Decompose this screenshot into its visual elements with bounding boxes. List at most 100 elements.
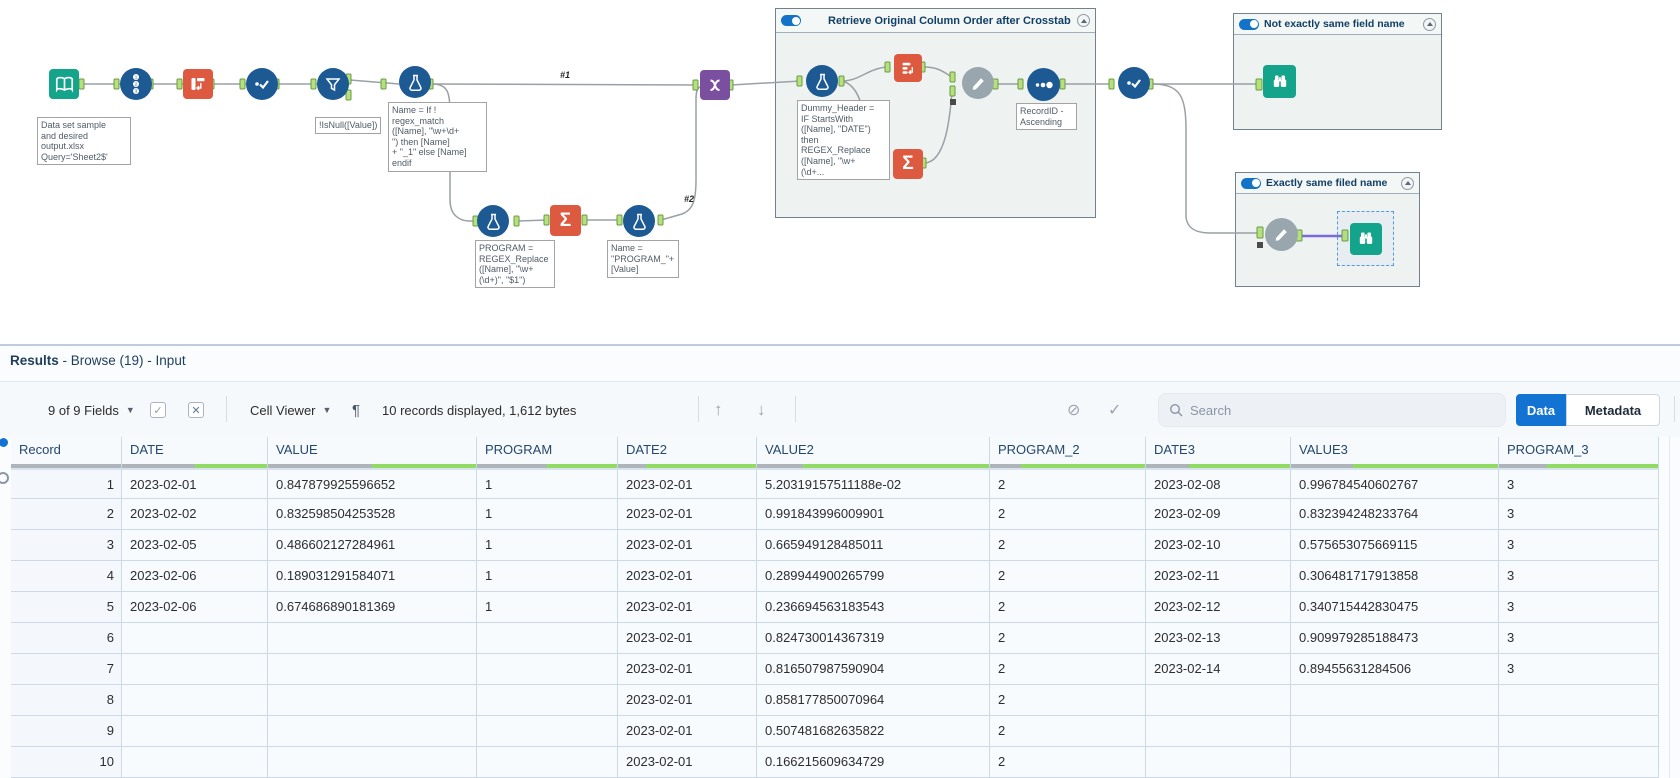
data-cell[interactable]: 2023-02-01 — [618, 468, 757, 499]
data-cell[interactable] — [1146, 685, 1291, 716]
data-cell[interactable] — [268, 716, 477, 747]
data-cell[interactable]: 1 — [477, 561, 618, 592]
data-cell[interactable]: 0.340715442830475 — [1291, 592, 1499, 623]
data-cell[interactable]: 0.832598504253528 — [268, 499, 477, 530]
formula-tool-1[interactable] — [399, 66, 431, 98]
data-cell[interactable]: 2023-02-01 — [618, 654, 757, 685]
data-cell[interactable]: 2023-02-06 — [122, 592, 268, 623]
collapse-icon[interactable] — [1077, 14, 1090, 27]
row-number-cell[interactable]: 9 — [11, 716, 122, 747]
data-cell[interactable]: 2023-02-11 — [1146, 561, 1291, 592]
data-cell[interactable]: 1 — [477, 530, 618, 561]
data-cell[interactable]: 0.674686890181369 — [268, 592, 477, 623]
column-header-program_2[interactable]: PROGRAM_2 — [990, 437, 1146, 468]
column-header-date3[interactable]: DATE3 — [1146, 437, 1291, 468]
data-cell[interactable] — [1146, 716, 1291, 747]
data-cell[interactable]: 2 — [990, 499, 1146, 530]
data-cell[interactable]: 2023-02-01 — [618, 592, 757, 623]
data-cell[interactable] — [477, 747, 618, 778]
data-cell[interactable]: 2 — [990, 716, 1146, 747]
data-cell[interactable]: 2023-02-08 — [1146, 468, 1291, 499]
data-cell[interactable]: 2 — [990, 623, 1146, 654]
block-icon[interactable]: ⊘ — [1067, 402, 1081, 419]
data-cell[interactable]: 0.189031291584071 — [268, 561, 477, 592]
metadata-tab-button[interactable]: Metadata — [1566, 394, 1660, 426]
data-cell[interactable]: 0.816507987590904 — [757, 654, 990, 685]
data-cell[interactable]: 0.166215609634729 — [757, 747, 990, 778]
data-cell[interactable] — [122, 716, 268, 747]
data-cell[interactable]: 0.665949128485011 — [757, 530, 990, 561]
data-cell[interactable]: 3 — [1499, 592, 1659, 623]
data-cell[interactable]: 2023-02-01 — [618, 561, 757, 592]
data-cell[interactable]: 2023-02-05 — [122, 530, 268, 561]
column-header-record[interactable]: Record — [11, 437, 122, 468]
row-number-cell[interactable]: 7 — [11, 654, 122, 685]
tool-annotation[interactable]: Data set sample and desired output.xlsx … — [37, 117, 131, 166]
data-cell[interactable] — [1291, 716, 1499, 747]
data-cell[interactable]: 2023-02-14 — [1146, 654, 1291, 685]
fields-dropdown[interactable]: 9 of 9 Fields ▼ — [48, 382, 135, 438]
row-number-cell[interactable]: 3 — [11, 530, 122, 561]
clock-icon[interactable] — [0, 472, 9, 484]
data-cell[interactable]: 2023-02-13 — [1146, 623, 1291, 654]
data-cell[interactable]: 0.236694563183543 — [757, 592, 990, 623]
data-cell[interactable]: 3 — [1499, 530, 1659, 561]
tool-annotation[interactable]: Dummy_Header = IF StartsWith ([Name], "D… — [797, 100, 890, 181]
data-cell[interactable]: 2 — [990, 654, 1146, 685]
data-cell[interactable]: 1 — [477, 499, 618, 530]
data-cell[interactable]: 2 — [990, 561, 1146, 592]
arrow-down-icon[interactable]: ↓ — [757, 400, 766, 419]
cell-viewer-dropdown[interactable]: Cell Viewer ▼ — [250, 382, 331, 438]
data-cell[interactable]: 2023-02-10 — [1146, 530, 1291, 561]
input-data-tool[interactable] — [49, 69, 79, 99]
data-cell[interactable] — [1291, 685, 1499, 716]
data-cell[interactable]: 5.20319157511188e-02 — [757, 468, 990, 499]
data-cell[interactable]: 0.89455631284506 — [1291, 654, 1499, 685]
search-box[interactable] — [1158, 393, 1506, 427]
panel-divider[interactable] — [0, 344, 1680, 346]
formula-tool-2[interactable] — [477, 205, 509, 237]
formula-tool-3[interactable] — [623, 205, 655, 237]
data-cell[interactable] — [1146, 747, 1291, 778]
browse-tool-2[interactable] — [1350, 223, 1382, 255]
data-cell[interactable]: 3 — [1499, 654, 1659, 685]
data-cell[interactable]: 3 — [1499, 468, 1659, 499]
data-cell[interactable]: 2023-02-01 — [618, 499, 757, 530]
row-number-cell[interactable]: 5 — [11, 592, 122, 623]
transpose-tool[interactable] — [183, 69, 213, 99]
search-input[interactable] — [1190, 402, 1480, 418]
arrow-up-icon[interactable]: ↑ — [714, 400, 723, 419]
data-cell[interactable]: 0.996784540602767 — [1291, 468, 1499, 499]
data-cell[interactable]: 0.832394248233764 — [1291, 499, 1499, 530]
data-cell[interactable]: 2023-02-01 — [618, 747, 757, 778]
data-cell[interactable]: 2023-02-12 — [1146, 592, 1291, 623]
row-number-cell[interactable]: 1 — [11, 468, 122, 499]
data-cell[interactable]: 2023-02-09 — [1146, 499, 1291, 530]
summarize-tool-1[interactable]: Σ — [550, 205, 581, 236]
container-toggle[interactable] — [1241, 177, 1261, 189]
data-cell[interactable]: 0.289944900265799 — [757, 561, 990, 592]
data-cell[interactable]: 2023-02-01 — [618, 530, 757, 561]
data-cell[interactable]: 0.847879925596652 — [268, 468, 477, 499]
tool-annotation[interactable]: Name = If ! regex_match ([Name], "\w+\d+… — [388, 102, 487, 172]
row-number-cell[interactable]: 8 — [11, 685, 122, 716]
record-id-tool[interactable]: 1 2 3 — [120, 68, 152, 100]
data-cell[interactable] — [122, 747, 268, 778]
column-header-value[interactable]: VALUE — [268, 437, 477, 468]
data-cell[interactable]: 0.575653075669115 — [1291, 530, 1499, 561]
unique-tool[interactable] — [1118, 67, 1150, 99]
container-toggle[interactable] — [1239, 18, 1259, 30]
workflow-canvas[interactable]: Retrieve Original Column Order after Cro… — [0, 0, 1680, 345]
tool-annotation[interactable]: RecordID - Ascending — [1016, 103, 1077, 131]
data-cell[interactable]: 1 — [477, 468, 618, 499]
data-cell[interactable]: 3 — [1499, 561, 1659, 592]
apply-check-icon[interactable]: ✓ — [1108, 402, 1122, 419]
data-cell[interactable] — [122, 623, 268, 654]
data-cell[interactable] — [1499, 716, 1659, 747]
data-cell[interactable]: 2023-02-01 — [618, 685, 757, 716]
dynamic-rename-tool-2[interactable] — [1265, 218, 1298, 251]
data-cell[interactable]: 0.991843996009901 — [757, 499, 990, 530]
column-header-date2[interactable]: DATE2 — [618, 437, 757, 468]
container-toggle[interactable] — [781, 15, 801, 26]
data-cell[interactable] — [477, 623, 618, 654]
